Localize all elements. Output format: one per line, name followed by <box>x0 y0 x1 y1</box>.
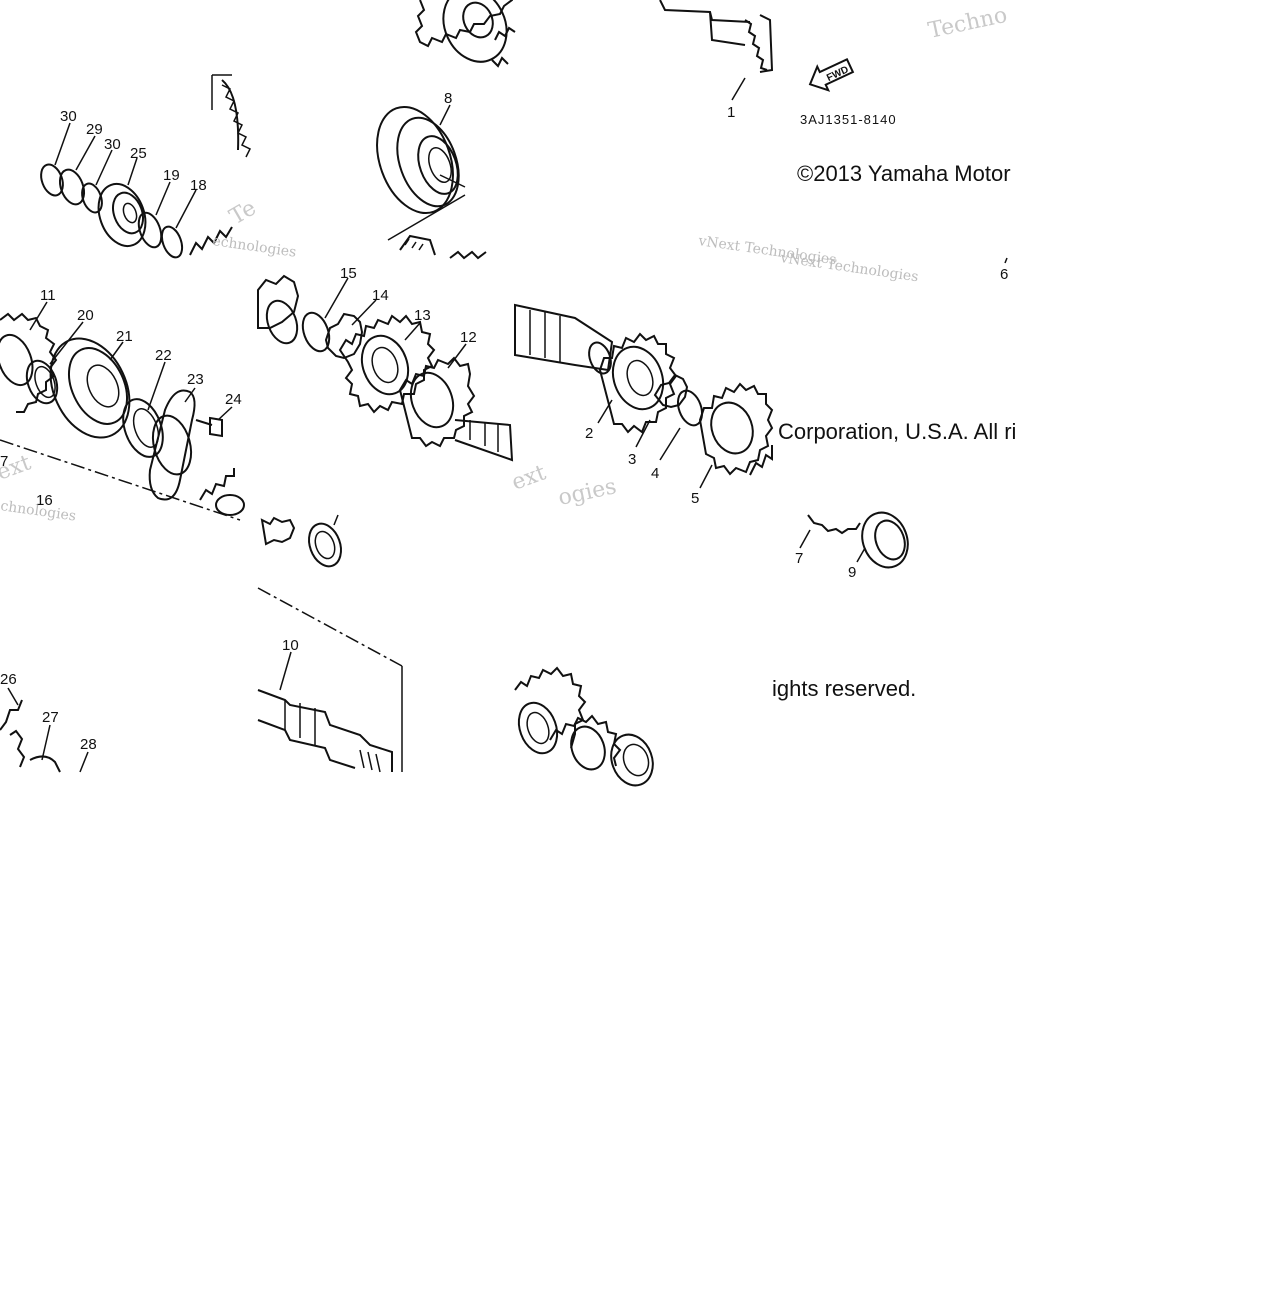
watermark-3: vNext Technologies <box>778 250 919 285</box>
watermarks: Techno vNext Technologies vNext Technolo… <box>0 3 1009 525</box>
callout-11: 11 <box>40 287 56 304</box>
tile-a-lower-parts: 26 27 28 <box>0 671 97 773</box>
watermark-1: Techno <box>926 3 1009 44</box>
callout-15: 15 <box>340 265 357 282</box>
fwd-arrow-icon: FWD <box>808 58 855 92</box>
callout-3: 3 <box>628 451 636 468</box>
callout-27: 27 <box>42 709 59 726</box>
callout-8: 8 <box>444 90 452 107</box>
callout-10: 10 <box>282 637 299 654</box>
callout-20: 20 <box>77 307 94 324</box>
callout-23: 23 <box>187 371 204 388</box>
callout-26: 26 <box>0 671 17 688</box>
part-code: 3AJ1351-8140 <box>800 112 897 127</box>
callout-12: 12 <box>460 329 477 346</box>
callout-17: 7 <box>0 453 8 470</box>
tile-d-parts: 7 9 <box>795 511 909 581</box>
copyright-line-2: Corporation, U.S.A. All ri <box>778 419 1017 444</box>
callout-30b: 30 <box>104 136 121 153</box>
callout-1: 1 <box>727 104 735 121</box>
callout-2: 2 <box>585 425 593 442</box>
tile-b-top-parts: 8 <box>376 0 516 260</box>
copyright-line-3: ights reserved. <box>772 676 917 701</box>
callout-25: 25 <box>130 145 147 162</box>
tile-b-middle-parts: 15 14 13 12 <box>257 265 514 462</box>
callout-4: 4 <box>651 465 659 482</box>
tile-c-top-parts: 1 FWD <box>659 0 855 121</box>
callout-21: 21 <box>116 328 133 345</box>
callout-14: 14 <box>372 287 389 304</box>
callout-9: 9 <box>848 564 856 581</box>
callout-30a: 30 <box>60 108 77 125</box>
callout-24: 24 <box>225 391 242 408</box>
callout-6: 6 <box>1000 266 1008 283</box>
watermark-4: echnologies <box>211 233 297 261</box>
callout-5: 5 <box>691 490 699 507</box>
watermark-6: ogies <box>556 474 619 511</box>
callout-19: 19 <box>163 167 180 184</box>
watermark-9: Te <box>226 196 261 231</box>
callout-28: 28 <box>80 736 97 753</box>
callout-7: 7 <box>795 550 803 567</box>
tile-b-lower-parts: 10 <box>257 514 403 773</box>
tile-a-middle-parts: 11 20 21 22 23 24 7 16 <box>0 287 245 521</box>
callout-13: 13 <box>414 307 431 324</box>
copyright-line-1: ©2013 Yamaha Motor <box>797 161 1011 186</box>
tile-c-middle-parts: 2 3 4 5 6 <box>514 257 1008 507</box>
watermark-5: ext <box>509 460 550 495</box>
callout-29: 29 <box>86 121 103 138</box>
callout-22: 22 <box>155 347 172 364</box>
callout-18: 18 <box>190 177 207 194</box>
tile-c-lower-parts <box>514 666 654 787</box>
tile-a-parts: 30 29 30 25 19 18 <box>40 74 252 259</box>
callout-16: 16 <box>36 492 53 509</box>
